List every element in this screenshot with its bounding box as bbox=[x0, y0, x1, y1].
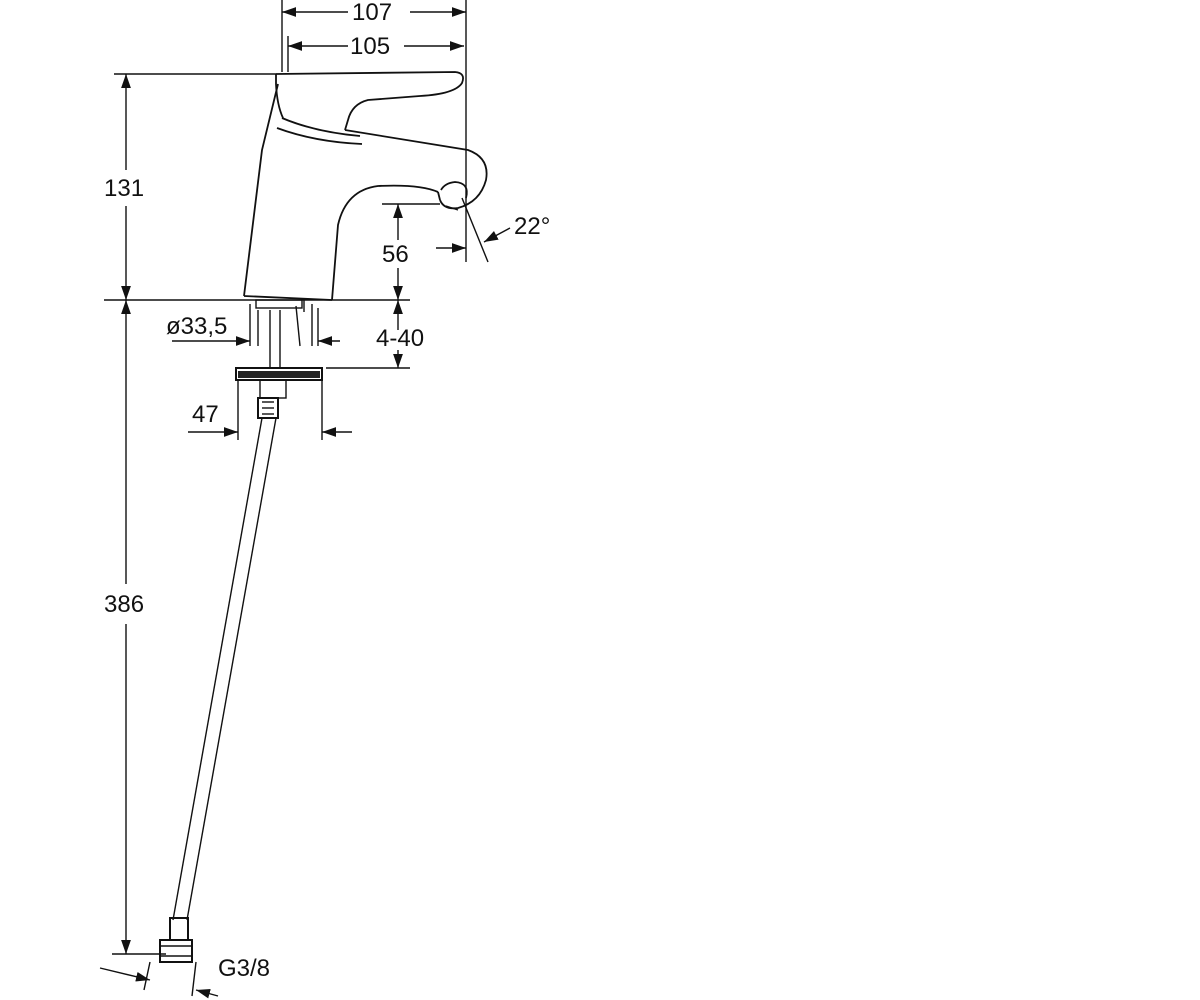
dimension-lines bbox=[99, 0, 511, 999]
label-spout-reach: 105 bbox=[350, 33, 390, 60]
label-base-width: 47 bbox=[192, 401, 219, 428]
dimension-labels: 107 105 131 56 22° ø33,5 4-40 47 386 G3/… bbox=[104, 0, 550, 982]
label-counter-thickness: 4-40 bbox=[376, 325, 424, 352]
label-shank-diameter: ø33,5 bbox=[166, 313, 227, 340]
label-overall-width: 107 bbox=[352, 0, 392, 26]
label-spout-height: 56 bbox=[382, 241, 409, 268]
faucet-outline bbox=[243, 71, 488, 301]
label-hose-length: 386 bbox=[104, 591, 144, 618]
supply-hose bbox=[159, 417, 277, 963]
label-spout-angle: 22° bbox=[514, 213, 550, 240]
label-body-height: 131 bbox=[104, 175, 144, 202]
mounting-shank bbox=[235, 299, 323, 419]
label-thread: G3/8 bbox=[218, 955, 270, 982]
